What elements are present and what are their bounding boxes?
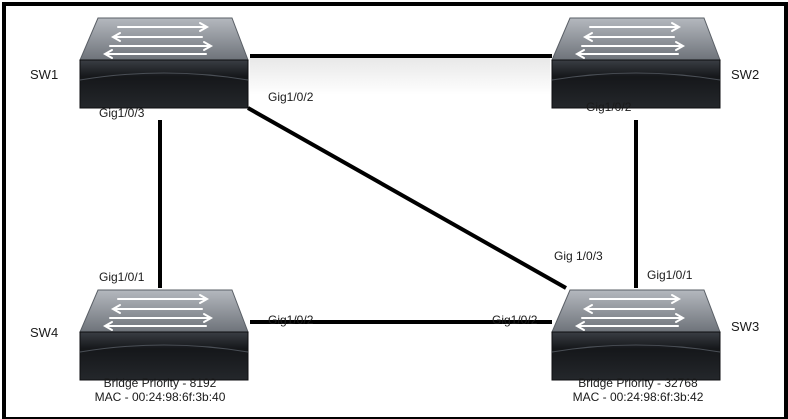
sw4-port-gig1-0-1: Gig1/0/1 [99, 270, 145, 284]
sw4-mac: MAC - 00:24:98:6f:3b:40 [94, 390, 226, 404]
sw1-label: SW1 [30, 67, 59, 82]
sw3-port-gig1-0-1: Gig1/0/1 [647, 268, 693, 282]
sw4-bridge-priority: Bridge Priority - 8192 [103, 376, 217, 390]
sw4-label: SW4 [30, 325, 59, 340]
sw4-info: Bridge Priority - 8192 MAC - 00:24:98:6f… [70, 376, 250, 404]
sw3-port-gig1-0-2: Gig1/0/2 [492, 313, 538, 327]
switch-sw1-icon [79, 17, 249, 109]
sw2-port-gig1-0-2: Gig1/0/2 [586, 100, 632, 114]
sw3-mac: MAC - 00:24:98:6f:3b:42 [572, 390, 704, 404]
switch-sw4-icon [79, 289, 249, 381]
sw3-bridge-priority: Bridge Priority - 32768 [578, 376, 698, 390]
sw1-port-gig1-0-2: Gig1/0/2 [268, 90, 314, 104]
switch-sw3-icon [551, 289, 721, 381]
sw2-label: SW2 [731, 67, 760, 82]
sw3-port-gig1-0-3: Gig 1/0/3 [554, 249, 603, 263]
sw3-info: Bridge Priority - 32768 MAC - 00:24:98:6… [548, 376, 728, 404]
link-shading [250, 55, 550, 95]
sw1-port-gig1-0-3: Gig1/0/3 [99, 106, 145, 120]
switch-sw2-icon [551, 17, 721, 109]
sw3-label: SW3 [731, 319, 760, 334]
sw4-port-gig1-0-2: Gig1/0/2 [268, 313, 314, 327]
link-sw1-sw3 [247, 106, 567, 290]
